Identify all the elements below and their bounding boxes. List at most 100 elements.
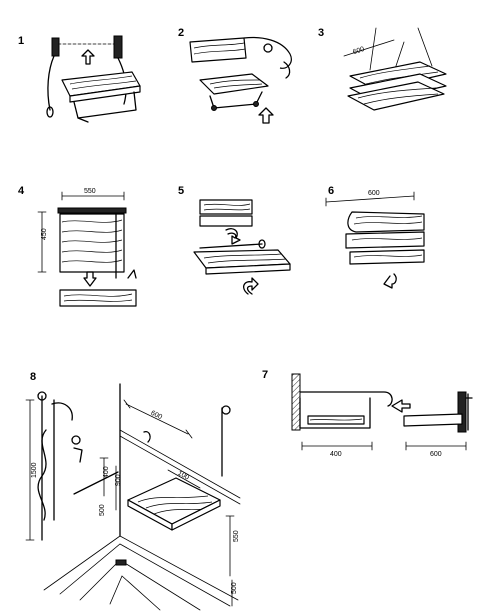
dim-label-600: 600 xyxy=(368,190,380,197)
dim-label-550: 550 xyxy=(84,188,96,195)
seat-panel-grain xyxy=(61,219,123,263)
seat-frame xyxy=(73,91,137,119)
dim-line-550 xyxy=(61,191,125,201)
dim-line-400 xyxy=(99,457,109,497)
wood-block-grain xyxy=(193,42,246,55)
hook-curl xyxy=(283,61,291,79)
dim-label-500: 500 xyxy=(99,504,106,516)
lower-board-grain xyxy=(63,293,133,302)
dim-line-600 xyxy=(405,441,467,451)
curve-arrow-icon xyxy=(127,269,137,279)
figure-1: 1 xyxy=(18,35,141,123)
left-floor-edge xyxy=(43,535,121,591)
lower-seat-edge xyxy=(205,263,291,275)
dim-line-600 xyxy=(325,191,415,207)
cord-knot xyxy=(253,101,259,107)
figure-4: 4 550 450 xyxy=(18,185,137,307)
curved-seat-grain xyxy=(353,215,423,225)
left-arrow-icon xyxy=(391,399,411,413)
seat-board-grain xyxy=(351,237,423,258)
wall-mount-bar xyxy=(57,207,127,214)
figure-5-number: 5 xyxy=(178,185,184,197)
left-strap xyxy=(47,55,55,111)
down-arrow-icon xyxy=(83,271,97,287)
lower-seat-grain xyxy=(203,253,287,264)
dim-line-600 xyxy=(343,39,395,57)
tap-handle xyxy=(71,435,81,445)
dim-label-1500: 1500 xyxy=(31,462,38,478)
side-hinge xyxy=(465,393,473,431)
strap-end xyxy=(46,106,54,118)
shower-hose xyxy=(37,429,47,521)
figure-3: 3 600 xyxy=(318,27,447,111)
seat-panel xyxy=(59,213,125,273)
figure-8-number: 8 xyxy=(30,371,36,383)
curved-seat-top xyxy=(347,211,425,233)
dim-line-400 xyxy=(301,441,373,451)
dim-line-100 xyxy=(167,469,201,489)
side-bracket xyxy=(457,391,467,433)
wall-trim-line xyxy=(119,429,241,499)
dim-line-450 xyxy=(37,211,47,273)
seat-grain xyxy=(69,75,137,90)
floor-drain xyxy=(115,559,127,566)
seat-board xyxy=(345,231,425,249)
seat-frame-box xyxy=(299,397,371,429)
horizontal-grab-bar xyxy=(73,471,119,495)
hook-plate xyxy=(243,36,292,69)
lower-seat xyxy=(199,73,269,95)
figure-8: 8 1500 600 400 900 500 xyxy=(25,371,241,611)
seat-frame-top xyxy=(299,391,393,407)
dim-line-1500 xyxy=(25,399,35,541)
tap-spout xyxy=(73,447,83,463)
dim-label-900: 900 xyxy=(115,474,122,486)
figure-6-number: 6 xyxy=(328,185,334,197)
figure-7: 7 400 600 xyxy=(262,369,473,458)
left-bracket xyxy=(51,37,60,57)
dim-label-500-lower: 500 xyxy=(231,582,238,594)
wall-hook xyxy=(143,431,151,443)
shower-hose-top xyxy=(51,402,73,421)
dim-label-400: 400 xyxy=(103,466,110,478)
hook-hole xyxy=(263,43,273,53)
dim-label-600: 600 xyxy=(430,451,442,458)
rod-end xyxy=(258,239,266,249)
grab-bar-mount xyxy=(221,405,231,415)
dim-label-550: 550 xyxy=(233,530,240,542)
floor-hatching xyxy=(59,543,231,611)
figure-2: 2 xyxy=(178,27,292,124)
dim-line-600 xyxy=(123,399,193,439)
right-floor-edge xyxy=(119,535,239,601)
lower-seat-cord xyxy=(209,91,263,109)
figure-5: 5 xyxy=(178,185,291,295)
rotate-arrow-icon xyxy=(225,228,241,245)
shower-seat-front xyxy=(171,499,221,531)
upper-board-grain xyxy=(203,203,251,211)
lower-seat-grain xyxy=(209,79,263,89)
rod xyxy=(199,243,263,249)
wall-trim-line xyxy=(119,435,241,505)
vertical-arrow-icon xyxy=(81,49,95,65)
dim-label-450: 450 xyxy=(41,228,48,240)
seat-top-grain xyxy=(359,65,439,85)
wood-block xyxy=(189,37,247,63)
rotate-arrow-icon xyxy=(243,277,259,295)
seat-board-lower xyxy=(349,249,425,265)
figure-4-number: 4 xyxy=(18,185,25,197)
seat-edge xyxy=(69,85,141,103)
figure-1-number: 1 xyxy=(18,35,24,47)
shower-head xyxy=(37,391,47,401)
lower-board xyxy=(59,289,137,307)
figure-3-number: 3 xyxy=(318,27,324,39)
dim-label-600: 600 xyxy=(150,410,164,421)
figure-7-number: 7 xyxy=(262,369,268,381)
vertical-arrow-icon xyxy=(258,107,274,124)
cord-knot xyxy=(211,105,217,111)
figure-2-number: 2 xyxy=(178,27,184,39)
right-bracket xyxy=(113,35,123,59)
figure-6: 6 600 xyxy=(325,185,425,289)
dim-label-600: 600 xyxy=(352,46,365,56)
dim-label-100: 100 xyxy=(176,470,190,482)
curve-arrow-icon xyxy=(383,273,397,289)
upper-board xyxy=(199,199,253,215)
